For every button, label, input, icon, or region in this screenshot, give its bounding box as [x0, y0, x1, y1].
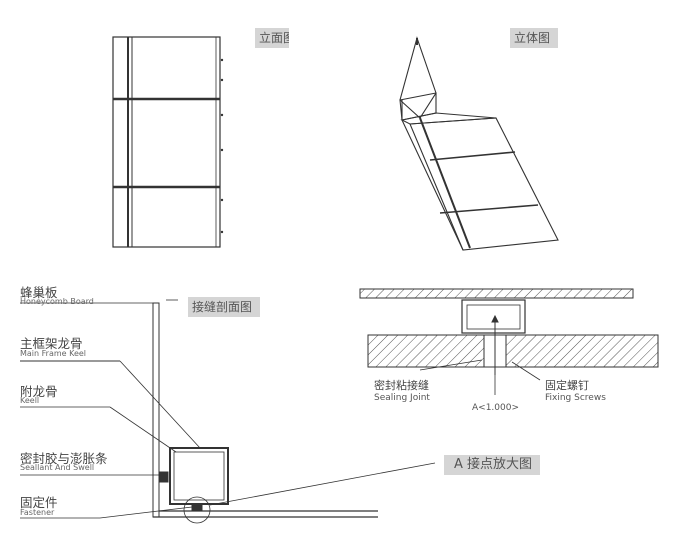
sealing-joint-cn: 密封粘接缝	[374, 379, 429, 392]
joint-section-tag: 接缝剖面图	[188, 297, 261, 317]
label-honeycomb-board-cn: 蜂巢板	[20, 285, 58, 300]
isometric-view	[399, 36, 559, 251]
label-honeycomb-board-en: Honeycomb Board	[20, 297, 94, 306]
label-main-frame-keel-en: Main Frame Keel	[20, 349, 87, 358]
label-main-frame-keel-cn: 主框架龙骨	[20, 336, 83, 351]
label-fastener-cn: 固定件	[20, 495, 58, 510]
elevation-view	[112, 36, 224, 248]
label-fastener-en: Fastener	[20, 508, 55, 517]
fixing-screws-en: Fixing Screws	[545, 393, 606, 403]
label-keel-cn: 附龙骨	[20, 384, 58, 399]
label-sealant-en: Seallant And Swell	[20, 463, 95, 472]
isometric-tag: 立体图	[510, 28, 559, 48]
dimension-label: A<1.000>	[472, 403, 520, 413]
elevation-tag: 立面图	[255, 28, 289, 48]
label-sealant-cn: 密封胶与澎胀条	[20, 451, 108, 466]
fixing-screws-cn: 固定螺钉	[545, 379, 589, 392]
joint-section-view	[359, 288, 659, 395]
sealing-joint-en: Sealing Joint	[374, 393, 430, 403]
label-keel-en: Keell	[20, 396, 40, 405]
cross-section-view	[20, 299, 436, 524]
detail-a-tag: A 接点放大图	[444, 455, 541, 475]
